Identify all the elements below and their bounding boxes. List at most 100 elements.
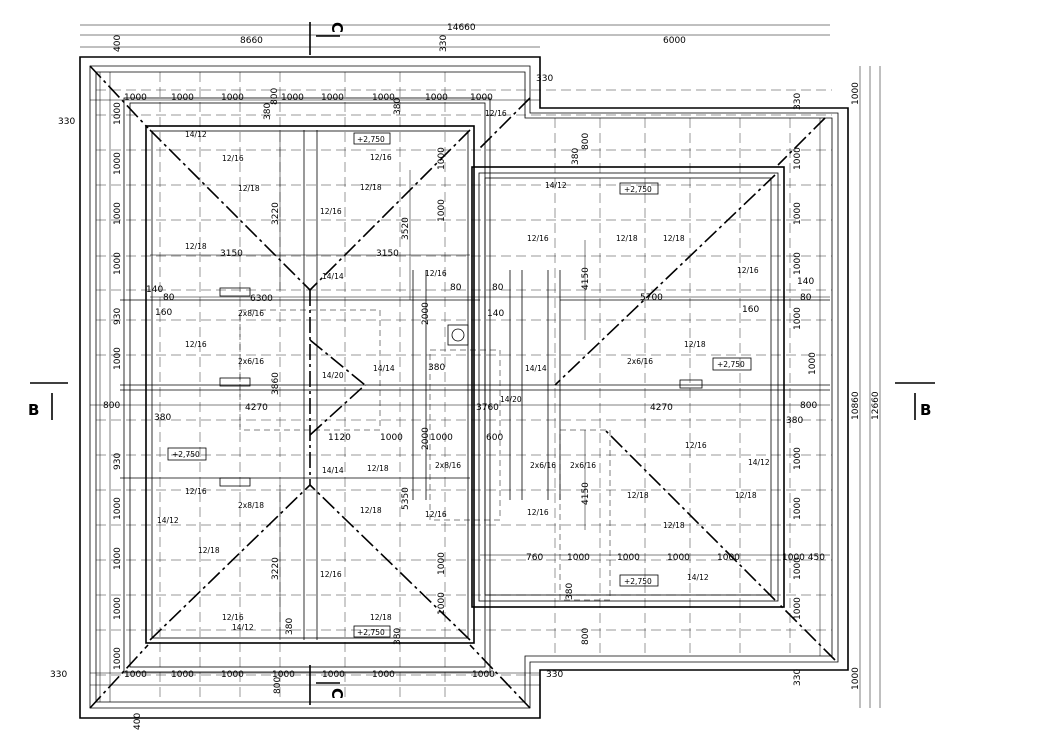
- dim-3760: 3760: [476, 403, 499, 413]
- dim-1000-b3: 1000: [667, 553, 690, 563]
- dim-800-left: 800: [103, 401, 120, 411]
- svg-text:12/16: 12/16: [425, 510, 447, 519]
- dim-right-top-1000: 1000: [851, 82, 861, 105]
- dim-4270-b: 4270: [650, 403, 673, 413]
- dim-row-bot-5: 1000: [322, 670, 345, 680]
- svg-text:2x6/16: 2x6/16: [238, 357, 264, 366]
- hip-lines: [89, 65, 836, 709]
- svg-text:2x6/16: 2x6/16: [627, 357, 653, 366]
- dim-3860: 3860: [271, 372, 281, 395]
- dim-330-d: 330: [546, 670, 563, 680]
- dim-top-380: 380: [263, 103, 273, 120]
- grid-lines: [96, 72, 832, 702]
- dim-right-4: 1000: [793, 307, 803, 330]
- elev-4: +2,750: [167, 447, 207, 461]
- elev-3: +2,750: [712, 357, 752, 371]
- svg-text:14/14: 14/14: [322, 466, 344, 475]
- dim-left-1: 1000: [113, 102, 123, 125]
- dim-right-800a: 800: [581, 133, 591, 150]
- dim-right-800b: 800: [581, 628, 591, 645]
- svg-text:2x6/16: 2x6/16: [530, 461, 556, 470]
- dim-80-c: 80: [492, 283, 504, 293]
- dim-3150-a: 3150: [220, 249, 243, 259]
- dim-top-380-b: 380: [393, 98, 403, 115]
- dim-760: 760: [526, 553, 543, 563]
- dim-left-930a: 930: [113, 308, 123, 325]
- section-c-bottom: C: [328, 688, 346, 699]
- dim-top-800: 800: [270, 88, 280, 105]
- dim-1000-b4: 1000: [717, 553, 740, 563]
- dim-left-width: 8660: [240, 36, 263, 46]
- dim-4270-a: 4270: [245, 403, 268, 413]
- svg-text:14/12: 14/12: [185, 130, 207, 139]
- dim-row-top-8: 1000: [470, 93, 493, 103]
- dim-right-6: 1000: [793, 447, 803, 470]
- dim-1000-mid-b: 1000: [430, 433, 453, 443]
- section-b-left: B: [28, 401, 39, 419]
- outline-2: [89, 65, 839, 709]
- svg-text:12/18: 12/18: [684, 340, 706, 349]
- dim-row-bot-6: 1000: [372, 670, 395, 680]
- svg-text:+2,750: +2,750: [357, 628, 385, 637]
- dim-row-bot-1: 1000: [124, 670, 147, 680]
- svg-text:14/14: 14/14: [322, 272, 344, 281]
- dim-left-7: 1000: [113, 547, 123, 570]
- elev-2: +2,750: [619, 182, 659, 195]
- dim-1000-b2: 1000: [617, 553, 640, 563]
- dim-600-mid: 600: [486, 433, 503, 443]
- section-b-right: B: [920, 401, 931, 419]
- dim-400-bottom: 400: [133, 713, 143, 730]
- dim-right-380a: 380: [571, 148, 581, 165]
- svg-text:12/16: 12/16: [222, 613, 244, 622]
- dim-1000-mid-a: 1000: [380, 433, 403, 443]
- dim-80-d: 80: [800, 293, 812, 303]
- dim-right-bot-1000: 1000: [851, 667, 861, 690]
- svg-text:+2,750: +2,750: [717, 360, 745, 369]
- dim-3150-b: 3150: [376, 249, 399, 259]
- dim-140-c: 140: [797, 277, 814, 287]
- svg-text:12/18: 12/18: [198, 546, 220, 555]
- svg-text:12/18: 12/18: [367, 464, 389, 473]
- dim-left-930b: 930: [113, 453, 123, 470]
- dim-right-5: 1000: [808, 352, 818, 375]
- dim-1000-ce-4: 1000: [437, 592, 447, 615]
- dim-left-5: 1000: [113, 347, 123, 370]
- svg-text:12/16: 12/16: [320, 207, 342, 216]
- dim-row-bot-4: 1000: [272, 670, 295, 680]
- dim-left-8: 1000: [113, 597, 123, 620]
- dim-3520: 3520: [401, 217, 411, 240]
- dim-1000-ce-2: 1000: [437, 199, 447, 222]
- dim-1120: 1120: [328, 433, 351, 443]
- svg-text:12/16: 12/16: [737, 266, 759, 275]
- svg-text:12/16: 12/16: [185, 487, 207, 496]
- svg-text:14/20: 14/20: [322, 371, 344, 380]
- dim-4150-bottom: 4150: [581, 482, 591, 505]
- svg-text:12/18: 12/18: [627, 491, 649, 500]
- svg-text:12/18: 12/18: [360, 183, 382, 192]
- svg-text:14/14: 14/14: [373, 364, 395, 373]
- outer-outline: [79, 56, 849, 719]
- dim-3220-top: 3220: [271, 202, 281, 225]
- svg-text:14/12: 14/12: [545, 181, 567, 190]
- svg-text:12/16: 12/16: [527, 508, 549, 517]
- dim-330-c: 330: [50, 670, 67, 680]
- dim-right-380b: 380: [565, 583, 575, 600]
- dim-row-bot-2: 1000: [171, 670, 194, 680]
- svg-text:12/18: 12/18: [735, 491, 757, 500]
- svg-text:+2,750: +2,750: [172, 450, 200, 459]
- svg-text:2x6/16: 2x6/16: [570, 461, 596, 470]
- elev-6: +2,750: [353, 625, 391, 638]
- dim-row-bot-3: 1000: [221, 670, 244, 680]
- svg-text:12/18: 12/18: [238, 184, 260, 193]
- dim-left-9: 1000: [113, 647, 123, 670]
- dim-right-9: 1000: [793, 597, 803, 620]
- dim-right-1: 1000: [793, 147, 803, 170]
- dim-top-330: 330: [439, 35, 449, 52]
- dim-row-top-7: 1000: [425, 93, 448, 103]
- svg-text:12/18: 12/18: [360, 506, 382, 515]
- elev-5: +2,750: [619, 574, 659, 587]
- svg-text:12/18: 12/18: [616, 234, 638, 243]
- svg-text:14/12: 14/12: [157, 516, 179, 525]
- dim-total-width: 14660: [447, 23, 476, 33]
- dim-140-b: 140: [487, 309, 504, 319]
